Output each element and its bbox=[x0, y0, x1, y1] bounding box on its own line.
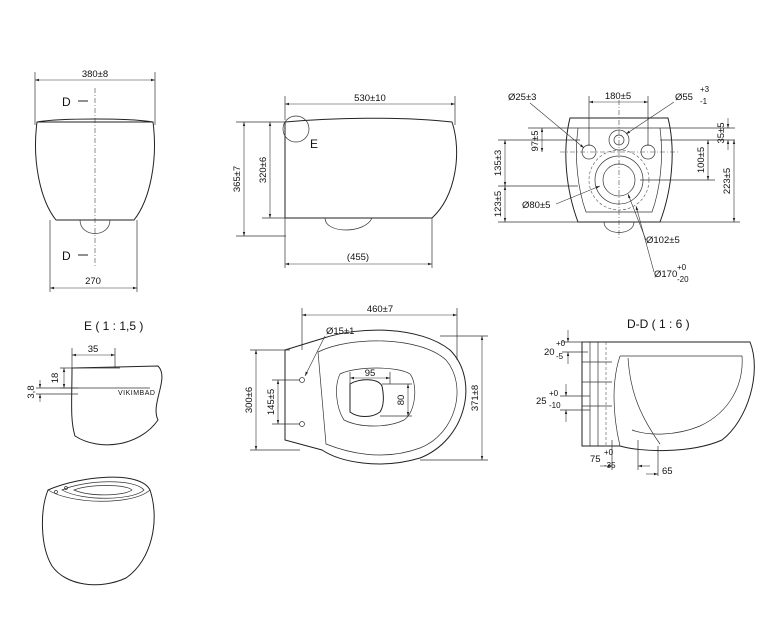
dd-75-label: 75 bbox=[590, 454, 601, 465]
dd-20-label: 20 bbox=[544, 347, 555, 358]
section-marker-top: D bbox=[62, 95, 71, 109]
back-outlet-tol-minus: -1 bbox=[700, 97, 708, 106]
top-view: 460±7 Ø15±1 95 80 300±6 145±5 371±8 bbox=[244, 304, 488, 465]
side-view: 530±10 E 365±7 320±6 (455) bbox=[232, 93, 458, 268]
front-base-label: 270 bbox=[85, 276, 101, 287]
detail-e-38: 3,8 bbox=[26, 385, 37, 398]
top-length-label: 460±7 bbox=[367, 304, 393, 315]
back-170-tol-plus: +0 bbox=[677, 263, 687, 272]
back-view: 180±5 Ø25±3 Ø55 +3 -1 97±5 35±5 135±3 10… bbox=[493, 85, 740, 284]
back-100-label: 100±5 bbox=[696, 147, 707, 173]
dd-25-tol-plus: +0 bbox=[549, 389, 559, 398]
dd-75-tol-plus: +0 bbox=[604, 448, 614, 457]
detail-e-title: E ( 1 : 1,5 ) bbox=[84, 319, 143, 333]
back-spacing-label: 180±5 bbox=[605, 91, 631, 102]
back-170-label: Ø170 bbox=[654, 269, 677, 280]
back-97-label: 97±5 bbox=[530, 130, 541, 151]
dd-25-label: 25 bbox=[536, 396, 547, 407]
side-height2-label: 320±6 bbox=[258, 157, 269, 183]
back-123-label: 123±5 bbox=[493, 191, 504, 217]
side-length-label: 530±10 bbox=[354, 93, 386, 104]
back-80-label: Ø80±5 bbox=[522, 200, 550, 211]
top-95-label: 95 bbox=[365, 368, 376, 379]
detail-e-35: 35 bbox=[88, 344, 99, 355]
section-dd-view: D-D ( 1 : 6 ) 20 +0 -5 25 +0 -10 75 +0 -… bbox=[536, 317, 755, 477]
dd-20-tol-plus: +0 bbox=[556, 339, 566, 348]
dd-25-tol-minus: -10 bbox=[549, 401, 561, 410]
dd-20-tol-minus: -5 bbox=[556, 352, 564, 361]
back-hole-diam: Ø25±3 bbox=[508, 92, 536, 103]
side-height-label: 365±7 bbox=[232, 166, 243, 192]
back-170-tol-minus: -20 bbox=[677, 275, 689, 284]
section-marker-bottom: D bbox=[62, 249, 71, 263]
side-base-label: (455) bbox=[347, 252, 369, 263]
top-300-label: 300±6 bbox=[244, 387, 255, 413]
back-102-label: Ø102±5 bbox=[646, 235, 680, 246]
section-dd-title: D-D ( 1 : 6 ) bbox=[627, 317, 690, 331]
front-width-label: 380±8 bbox=[82, 69, 108, 80]
dd-65-label: 65 bbox=[662, 466, 673, 477]
back-135-label: 135±3 bbox=[493, 150, 504, 176]
back-223-label: 223±5 bbox=[722, 168, 733, 194]
back-outlet-diam: Ø55 bbox=[675, 92, 693, 103]
front-view: 380±8 D D 270 bbox=[34, 69, 156, 292]
top-371-label: 371±8 bbox=[470, 385, 481, 411]
detail-e-ref: E bbox=[310, 137, 318, 151]
detail-e-18: 18 bbox=[50, 373, 61, 384]
top-80-label: 80 bbox=[396, 395, 407, 406]
back-35-label: 35±5 bbox=[716, 122, 727, 143]
isometric-view bbox=[41, 476, 155, 586]
detail-e-view: E ( 1 : 1,5 ) 35 18 3,8 VIKIMBAD bbox=[26, 319, 163, 446]
top-145-label: 145±5 bbox=[266, 389, 277, 415]
top-hole-label: Ø15±1 bbox=[326, 326, 354, 337]
back-outlet-tol-plus: +3 bbox=[700, 85, 710, 94]
dd-75-tol-minus: -35 bbox=[604, 461, 616, 470]
detail-e-stamp: VIKIMBAD bbox=[118, 390, 155, 397]
